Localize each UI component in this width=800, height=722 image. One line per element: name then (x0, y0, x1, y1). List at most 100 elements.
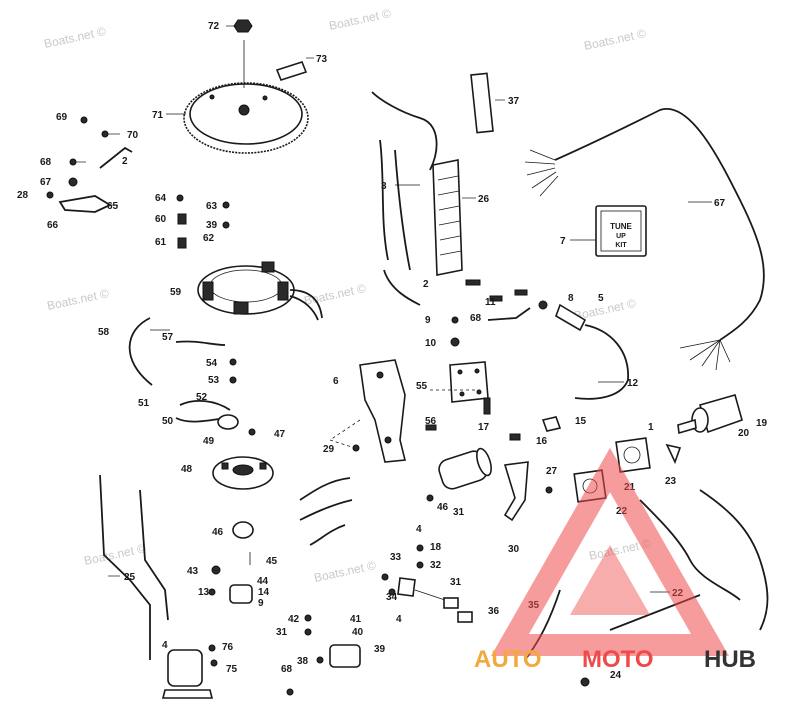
callout: 54 (206, 358, 218, 369)
callout: 29 (323, 444, 335, 455)
callout: 1 (648, 422, 654, 433)
callout: 61 (155, 237, 167, 248)
callout: 26 (478, 194, 490, 205)
callout: 3 (381, 181, 387, 192)
callout: 60 (155, 214, 167, 225)
callout: 65 (107, 201, 119, 212)
callout: 51 (138, 398, 150, 409)
callout: 47 (274, 429, 286, 440)
callout: 57 (162, 332, 174, 343)
logo-text-hub: HUB (704, 646, 756, 673)
callout: 5 (598, 293, 604, 304)
callout: 7 (560, 236, 566, 247)
callout: 23 (665, 476, 677, 487)
callout: 4 (396, 614, 402, 625)
logo-triangle-inner (570, 545, 650, 615)
callout: 67 (714, 198, 726, 209)
callout: 43 (187, 566, 199, 577)
watermark: Boats.net © (328, 6, 393, 33)
callout: 39 (374, 644, 386, 655)
callout: 58 (98, 327, 110, 338)
logo-text-auto: AUTO (474, 646, 542, 673)
callout: 44 (257, 576, 269, 587)
callout: 24 (610, 670, 622, 681)
callout: 34 (386, 592, 398, 603)
callout: 45 (266, 556, 278, 567)
automotohub-logo: AUTO MOTO HUB (474, 447, 756, 673)
callout: 72 (208, 21, 220, 32)
terminal-block-part (432, 72, 494, 276)
callout: 48 (181, 464, 193, 475)
center-hardware (450, 279, 629, 400)
timer-base-part (212, 456, 274, 490)
wire-harness-center (299, 91, 438, 546)
callout: 46 (437, 502, 449, 513)
watermark: Boats.net © (583, 26, 648, 53)
watermark: Boats.net © (46, 286, 111, 313)
watermark: Boats.net © (43, 24, 108, 51)
callout: 18 (430, 542, 442, 553)
callout: 52 (196, 392, 208, 403)
callout: 76 (222, 642, 234, 653)
main-harness-part (524, 108, 765, 371)
callout: 11 (485, 297, 496, 308)
callout: 46 (212, 527, 224, 538)
solenoid-area-part (426, 416, 562, 522)
callout: 49 (203, 436, 215, 447)
callout: 25 (124, 572, 136, 583)
logo-triangle (491, 447, 729, 656)
callout: 32 (430, 560, 442, 571)
callout: 31 (276, 627, 288, 638)
callout: 59 (170, 287, 182, 298)
callout: 28 (17, 190, 29, 201)
callout: 27 (546, 466, 558, 477)
callout: 68 (470, 313, 482, 324)
flywheel-part (183, 19, 309, 154)
callout: 64 (155, 193, 167, 204)
callout: 9 (258, 598, 264, 609)
watermark: Boats.net © (313, 558, 378, 585)
callout: 4 (162, 640, 168, 651)
tuneup-kit-part: TUNE UP KIT (595, 205, 647, 257)
ignition-switch-part (524, 394, 769, 687)
tuneup-kit-label: UP (616, 233, 626, 240)
callout: 12 (627, 378, 639, 389)
bracket-and-module-part (329, 359, 491, 463)
callout: 75 (226, 664, 238, 675)
small-hardware-left (46, 116, 361, 696)
callout: 66 (47, 220, 59, 231)
callout: 38 (297, 656, 309, 667)
callout: 71 (152, 110, 164, 121)
callout: 37 (508, 96, 520, 107)
watermarks: Boats.net © Boats.net © Boats.net © Boat… (43, 6, 653, 585)
callout: 8 (568, 293, 574, 304)
callout: 31 (450, 577, 462, 588)
callout: 73 (316, 54, 328, 65)
callout: 9 (425, 315, 431, 326)
callout: 42 (288, 614, 300, 625)
callout: 55 (416, 381, 428, 392)
stator-part (197, 261, 323, 321)
callout: 36 (488, 606, 500, 617)
callout: 40 (352, 627, 364, 638)
callout: 39 (206, 220, 218, 231)
callout: 6 (333, 376, 339, 387)
callout: 67 (40, 177, 52, 188)
callout: 56 (425, 416, 437, 427)
callout: 19 (756, 418, 768, 429)
watermark: Boats.net © (303, 281, 368, 308)
tuneup-kit-label: TUNE (610, 222, 632, 231)
coil-and-bracket-part (99, 474, 218, 699)
callout: 2 (423, 279, 429, 290)
callout: 33 (390, 552, 402, 563)
callout: 50 (162, 416, 174, 427)
callout: 16 (536, 436, 548, 447)
callout: 63 (206, 201, 218, 212)
callout: 70 (127, 130, 139, 141)
callout: 20 (738, 428, 750, 439)
watermark: Boats.net © (83, 541, 148, 568)
callout: 69 (56, 112, 68, 123)
callout: 68 (281, 664, 293, 675)
callout: 10 (425, 338, 437, 349)
